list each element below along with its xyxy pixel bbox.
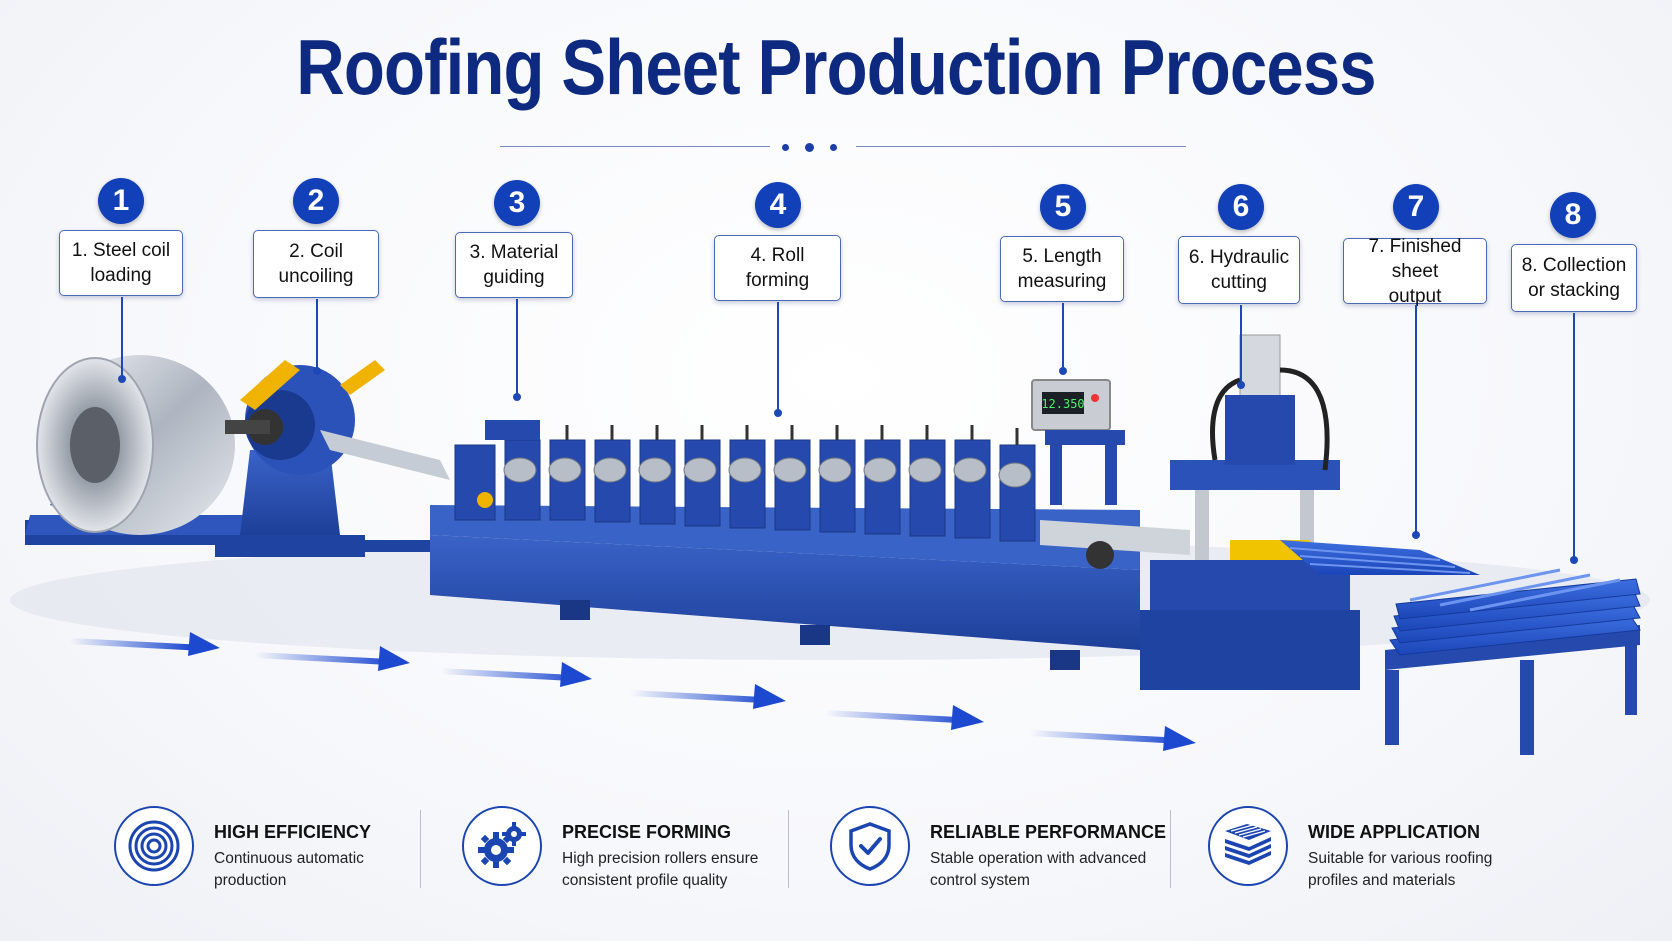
step-label: 3. Material guiding: [455, 232, 573, 298]
output-sheet: [1280, 540, 1480, 575]
step-badge: 1: [98, 178, 144, 224]
step-label: 7. Finished sheet output: [1343, 236, 1487, 307]
feature-title: RELIABLE PERFORMANCE: [930, 822, 1167, 842]
page-title: Roofing Sheet Production Process: [296, 23, 1376, 111]
hydraulic-cutter: [1140, 334, 1360, 690]
feature-precise-forming: PRECISE FORMING High precision rollers e…: [462, 800, 782, 900]
stacking-table: [1385, 568, 1641, 755]
feature-wide-application: WIDE APPLICATION Suitable for various ro…: [1208, 800, 1538, 900]
step-label: 2. Coil uncoiling: [253, 230, 379, 298]
step-badge: 7: [1393, 184, 1439, 230]
length-readout: 12.350: [1041, 397, 1084, 411]
shield-check-icon: [830, 806, 910, 886]
feature-description: Continuous automatic production: [214, 850, 364, 889]
step-label: 6. Hydraulic cutting: [1178, 236, 1300, 304]
stacked-sheets-icon: [1208, 806, 1288, 886]
decoiler: [215, 360, 450, 557]
feature-reliable-performance: RELIABLE PERFORMANCE Stable operation wi…: [830, 800, 1166, 900]
feature-high-efficiency: HIGH EFFICIENCY Continuous automatic pro…: [114, 800, 414, 900]
step-badge: 5: [1040, 184, 1086, 230]
step-label: 1. Steel coil loading: [59, 230, 183, 296]
step-badge: 2: [293, 178, 339, 224]
coil-loading-car: [25, 355, 255, 545]
gears-icon: [462, 806, 542, 886]
feature-title: WIDE APPLICATION: [1308, 822, 1480, 842]
step-badge: 8: [1550, 192, 1596, 238]
feature-description: Suitable for various roofing profiles an…: [1308, 850, 1493, 889]
step-badge: 4: [755, 182, 801, 228]
feature-description: Stable operation with advanced control s…: [930, 850, 1147, 889]
roll-forming-machine: [430, 420, 1140, 670]
title-divider: [500, 143, 1186, 152]
features-bar: HIGH EFFICIENCY Continuous automatic pro…: [100, 800, 1600, 900]
step-badge: 6: [1218, 184, 1264, 230]
feature-description: High precision rollers ensure consistent…: [562, 850, 759, 889]
feature-title: PRECISE FORMING: [562, 822, 732, 842]
feature-title: HIGH EFFICIENCY: [214, 822, 372, 842]
step-label: 4. Roll forming: [714, 235, 841, 301]
step-label: 5. Length measuring: [1000, 236, 1124, 302]
step-label: 8. Collection or stacking: [1511, 244, 1637, 312]
coil-icon: [114, 806, 194, 886]
flow-arrows: [69, 632, 1196, 751]
step-badge: 3: [494, 180, 540, 226]
length-measuring-unit: 12.350: [1031, 379, 1190, 569]
